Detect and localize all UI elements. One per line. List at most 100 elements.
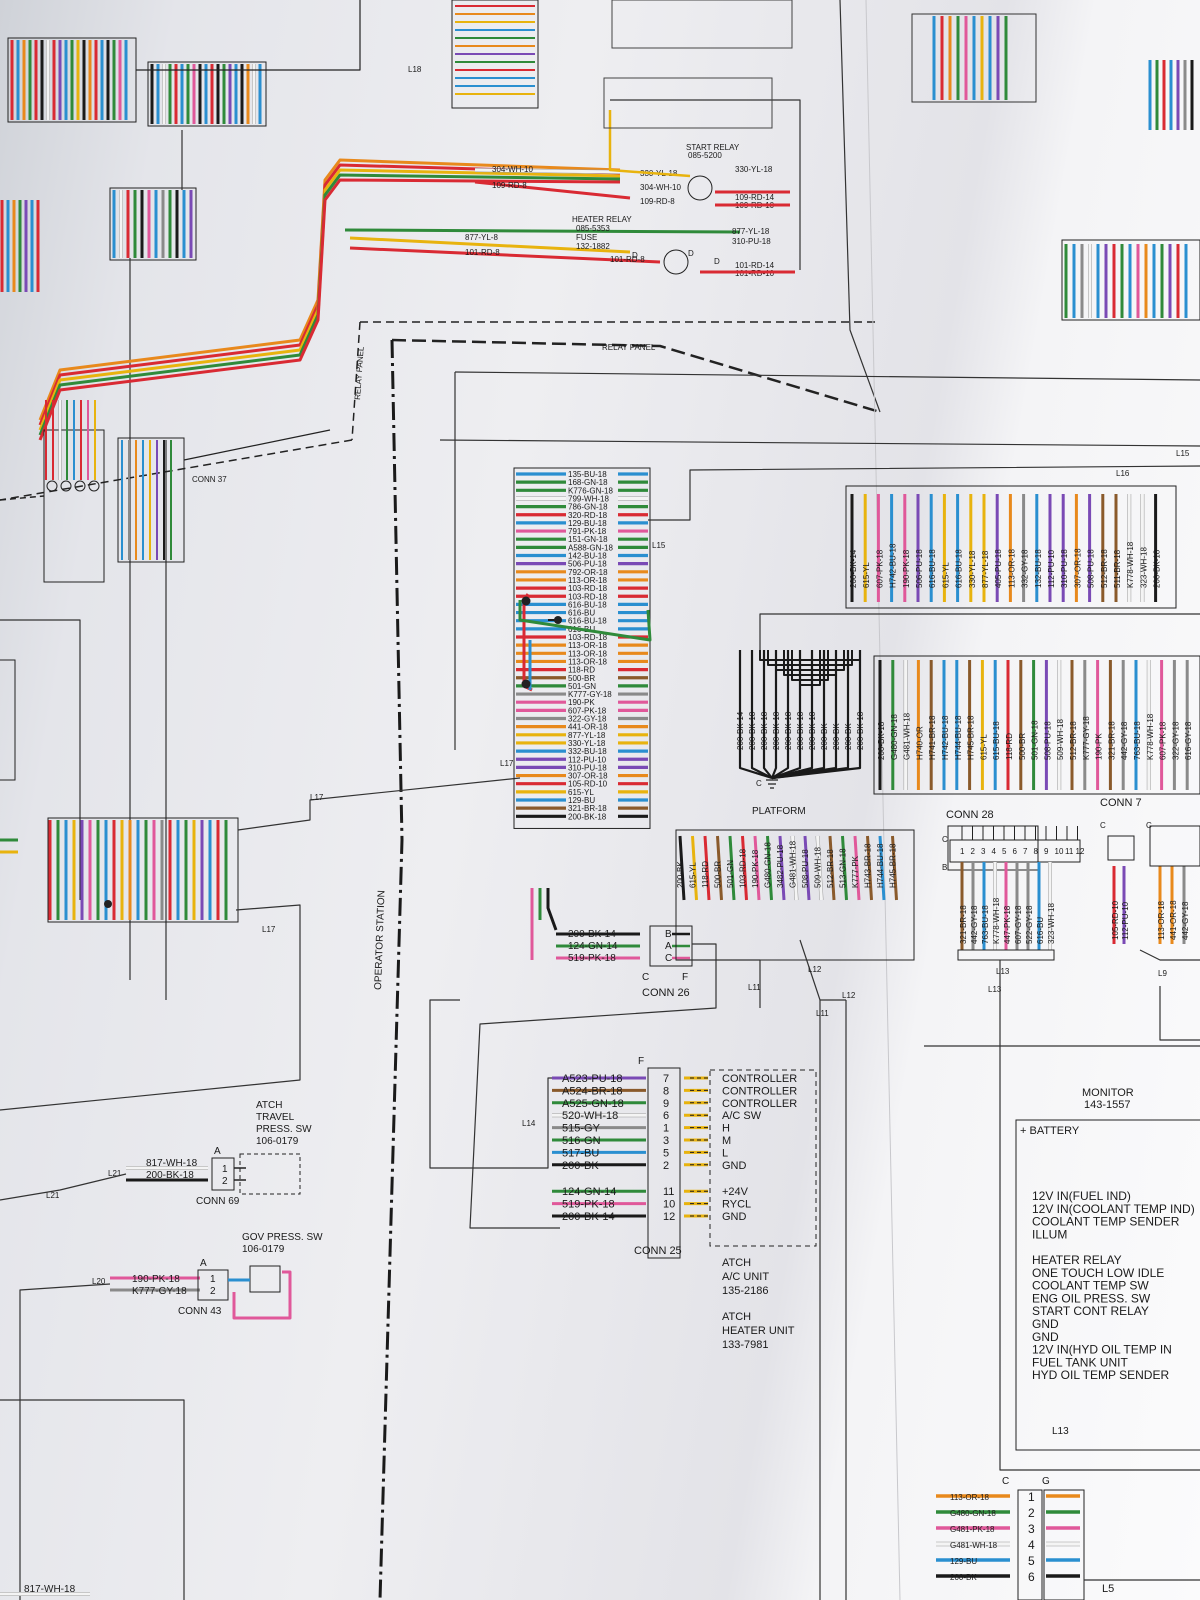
center-wire-label: 441-OR-18 [568, 723, 608, 732]
mid-right-wire-label: H744-BU-18 [954, 715, 963, 760]
line-label-l12: L12 [842, 991, 856, 1000]
bottom-conn-body [1017, 1489, 1043, 1600]
conn7-title: CONN 7 [1100, 797, 1142, 809]
conn25-wire-label: A523-PU-18 [562, 1073, 623, 1085]
splice-dot [104, 900, 112, 908]
heater-relay-wire-label: 310-PU-18 [732, 237, 771, 246]
conn25-title: CONN 25 [634, 1245, 682, 1257]
monitor-terminal-label: COOLANT TEMP SW [1032, 1279, 1149, 1293]
ground-bundle-wire [771, 650, 790, 779]
left-edge-connector [0, 659, 16, 781]
conn25-function: RYCL [722, 1199, 751, 1211]
center-wire-label: 103-RD-18 [568, 633, 608, 642]
center-wire-label: 168-GN-18 [568, 478, 608, 487]
conn28-wire-label: K778-WH-18 [992, 897, 1001, 944]
platform-wire [828, 835, 836, 901]
platform-wire [728, 835, 736, 901]
center-wire-label: 307-OR-18 [568, 772, 608, 781]
start-relay-wire-label: 109-RD-8 [492, 181, 527, 190]
platform-wire-label: 3482-PU-18 [776, 844, 785, 888]
conn7-wire-label: 112-PU-10 [1121, 901, 1130, 940]
line-label-l17: L17 [500, 759, 514, 768]
conn25-wire-label: A525-GN-18 [562, 1098, 624, 1110]
center-wire-label: 190-PK [568, 698, 595, 707]
conn28-pin: 4 [992, 847, 997, 856]
mid-right-wire-label: G481-WH-18 [903, 712, 912, 760]
line-label-l13: L13 [1052, 1426, 1069, 1437]
top-right-wire-label: 616-BU-18 [928, 549, 937, 588]
conn28-pin: 12 [1076, 847, 1085, 856]
monitor-terminal-label: HYD OIL TEMP SENDER [1032, 1368, 1169, 1382]
conn25-function: +24V [722, 1186, 749, 1198]
line-label-l17: L17 [310, 793, 324, 802]
left-mid-bundle-frame [109, 187, 197, 261]
center-wire-label: 113-OR-18 [568, 641, 608, 650]
conn28-pin: 6 [1013, 847, 1018, 856]
top-right-wire-label: 512-BR-18 [1100, 549, 1109, 588]
conn37-block [117, 437, 185, 563]
platform-wire [866, 835, 873, 901]
top-right-wire-label: 506-PU-18 [915, 549, 924, 588]
conn25-wire-label: A524-BR-18 [562, 1085, 623, 1097]
line-label-l17: L17 [262, 925, 276, 934]
conn28-wire-label: 763-BU-18 [981, 905, 990, 944]
conn25-function: CONTROLLER [722, 1098, 797, 1110]
conn25-pin: 1 [663, 1123, 669, 1135]
start-cont-relay-box [603, 77, 773, 129]
bottom-conn-pin: 6 [1028, 1570, 1035, 1584]
conn25-pin: 3 [663, 1135, 669, 1147]
line-label-l18: L18 [408, 65, 422, 74]
platform-wire-label: 615-YL [689, 862, 698, 888]
conn25-wire-label: 515-GY [562, 1123, 601, 1135]
relay-terminal [60, 480, 72, 492]
bottom-conn-pin: 2 [1028, 1506, 1035, 1520]
start-relay-wire-label: 304-WH-10 [492, 165, 533, 174]
operator-station-label: OPERATOR STATION [373, 890, 387, 990]
heater-relay-wire [344, 228, 741, 234]
monitor-terminal-label: 12V IN(FUEL IND) [1032, 1189, 1131, 1203]
mid-right-wire-label: 616-GY-18 [1184, 721, 1193, 760]
gov-press-switch [249, 1265, 281, 1293]
start-relay-wire-label: 304-WH-10 [640, 183, 681, 192]
atch-travel-label: PRESS. SW [256, 1124, 312, 1135]
platform-wire [691, 835, 698, 901]
top-right-wire-label: 330-YL-18 [968, 550, 977, 588]
relay-panel-boundary [0, 439, 353, 501]
conn26-label-c: C [642, 972, 649, 983]
conn25-wire-label: 124-GN-14 [562, 1186, 616, 1198]
conn25-function: GND [722, 1211, 747, 1223]
top-right-wire-label: 310-PU-18 [1060, 549, 1069, 588]
harness-trace [0, 1399, 185, 1600]
conn25-function: A/C SW [722, 1110, 762, 1122]
ground-wire-label: 200-BK [832, 723, 841, 750]
platform-label: PLATFORM [752, 806, 806, 817]
platform-wire-label: 200-BK [676, 861, 685, 888]
top-right-wire-label: 132-BU-18 [1034, 549, 1043, 588]
center-wire-label: 877-YL-18 [568, 731, 606, 740]
line-label-l21: L21 [108, 1169, 122, 1178]
heater-relay-title: HEATER RELAY [572, 215, 632, 224]
conn28-wire-label: 442-GY-18 [970, 905, 979, 944]
conn69-route [0, 1173, 127, 1201]
ground-loop [775, 650, 845, 671]
conn26-pin: C [665, 953, 672, 964]
heater-relay-wire-label: 877-YL-18 [732, 227, 770, 236]
top-right-bundle-frame [845, 485, 1177, 609]
center-bundle-frame [513, 467, 651, 829]
center-wire-label: 113-OR-18 [568, 649, 608, 658]
conn23-conn22-block [911, 13, 1037, 103]
conn26-pin: B [665, 929, 672, 940]
conn28-pin: 5 [1002, 847, 1007, 856]
platform-wire-label: H745-BR-18 [889, 843, 898, 888]
platform-wire-label: 509-WH-18 [814, 847, 823, 888]
far-right-bundle-frame [1061, 239, 1200, 321]
conn69-pin: 2 [222, 1176, 228, 1187]
center-wire-label: 113-OR-18 [568, 576, 608, 585]
conn26-wire-label: 200-BK-14 [568, 929, 616, 940]
ground-wire-label: 200-BK-14 [736, 711, 745, 750]
relay-terminal [88, 480, 100, 492]
monitor-battery-label: + BATTERY [1020, 1125, 1080, 1137]
conn25-wire-label: 517-BU [562, 1147, 599, 1159]
conn25-function: M [722, 1135, 731, 1147]
conn25-function: CONTROLLER [722, 1085, 797, 1097]
